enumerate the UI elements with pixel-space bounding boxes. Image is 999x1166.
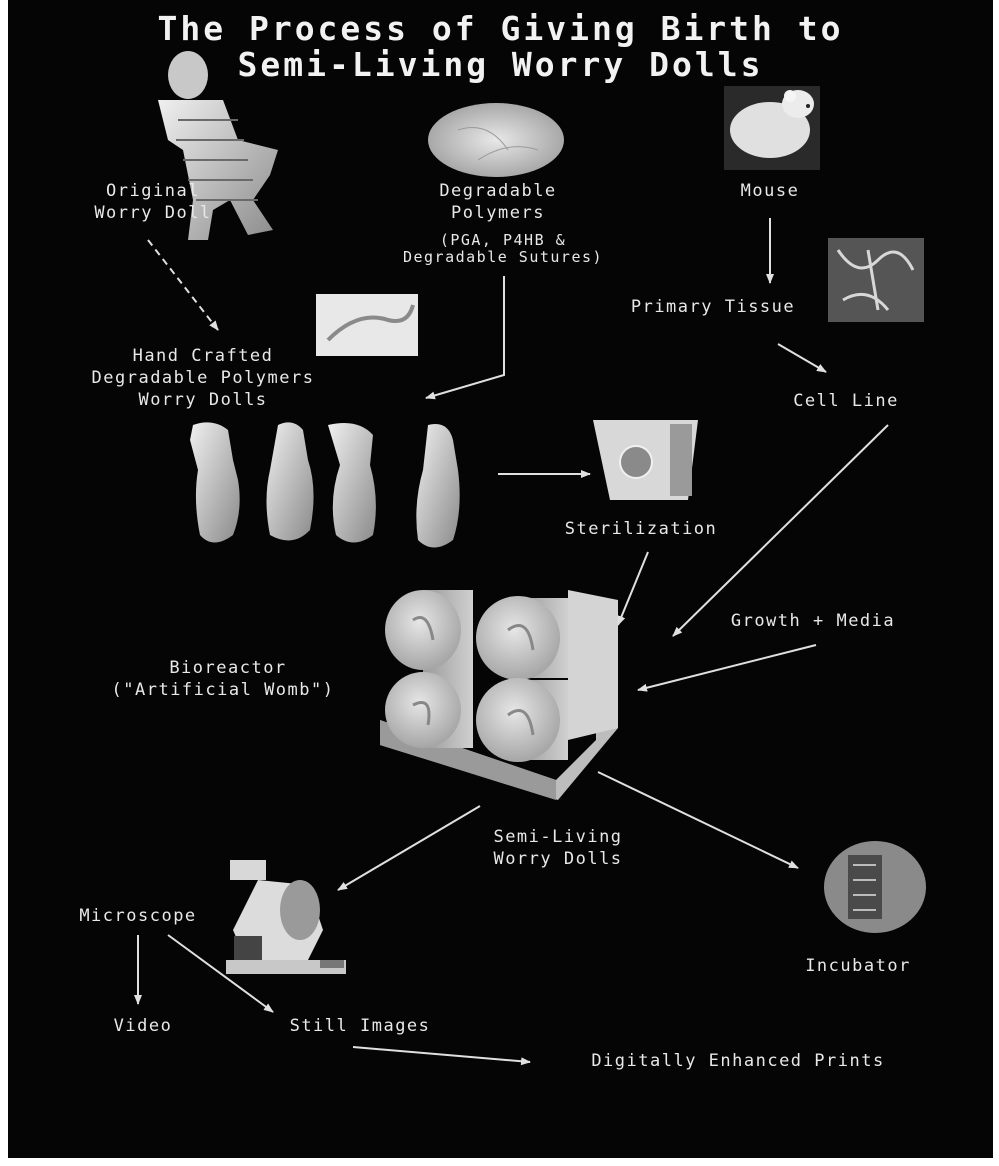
- bioreactor-image: [380, 590, 618, 800]
- diagram-graphics: [8, 0, 993, 1158]
- label-hand-crafted-3: Worry Dolls: [73, 389, 333, 411]
- label-semi-living-1: Semi-Living: [478, 826, 638, 848]
- label-video: Video: [98, 1015, 188, 1037]
- hand-crafted-dolls-image: [190, 422, 460, 547]
- incubator-image: [824, 841, 926, 933]
- sterilization-image: [593, 420, 698, 500]
- label-hand-crafted-1: Hand Crafted: [73, 345, 333, 367]
- diagram-canvas: The Process of Giving Birth to Semi-Livi…: [8, 0, 993, 1158]
- label-original-doll-1: Original: [68, 180, 238, 202]
- arrow-polymers-to-dolls: [426, 276, 504, 398]
- degradable-polymers-image: [428, 103, 564, 177]
- label-microscope: Microscope: [58, 905, 218, 927]
- arrow-still-to-prints: [353, 1047, 530, 1062]
- label-polymers-2: Polymers: [408, 202, 588, 224]
- label-incubator: Incubator: [778, 955, 938, 977]
- arrow-sterilization-to-bioreactor: [618, 552, 648, 625]
- label-growth-media: Growth + Media: [708, 610, 918, 632]
- label-original-doll-2: Worry Doll: [68, 202, 238, 224]
- arrow-doll-to-handcrafted: [148, 240, 218, 330]
- mouse-image: [724, 86, 820, 170]
- label-hand-crafted-2: Degradable Polymers: [63, 367, 343, 389]
- label-polymers-1: Degradable: [408, 180, 588, 202]
- label-digital-prints: Digitally Enhanced Prints: [553, 1050, 923, 1072]
- arrow-tissue-to-cellline: [778, 344, 826, 372]
- label-semi-living-2: Worry Dolls: [478, 848, 638, 870]
- label-polymers-note-2: Degradable Sutures): [383, 246, 623, 268]
- label-mouse: Mouse: [720, 180, 820, 202]
- primary-tissue-image: [828, 238, 924, 322]
- label-primary-tissue: Primary Tissue: [608, 296, 818, 318]
- label-cell-line: Cell Line: [776, 390, 916, 412]
- label-still-images: Still Images: [260, 1015, 460, 1037]
- arrow-media-to-bioreactor: [638, 645, 816, 690]
- microscope-image: [226, 860, 346, 974]
- arrow-bioreactor-to-microscope: [338, 806, 480, 890]
- label-bioreactor-1: Bioreactor: [128, 657, 328, 679]
- label-bioreactor-2: ("Artificial Womb"): [78, 679, 368, 701]
- label-sterilization: Sterilization: [546, 518, 736, 540]
